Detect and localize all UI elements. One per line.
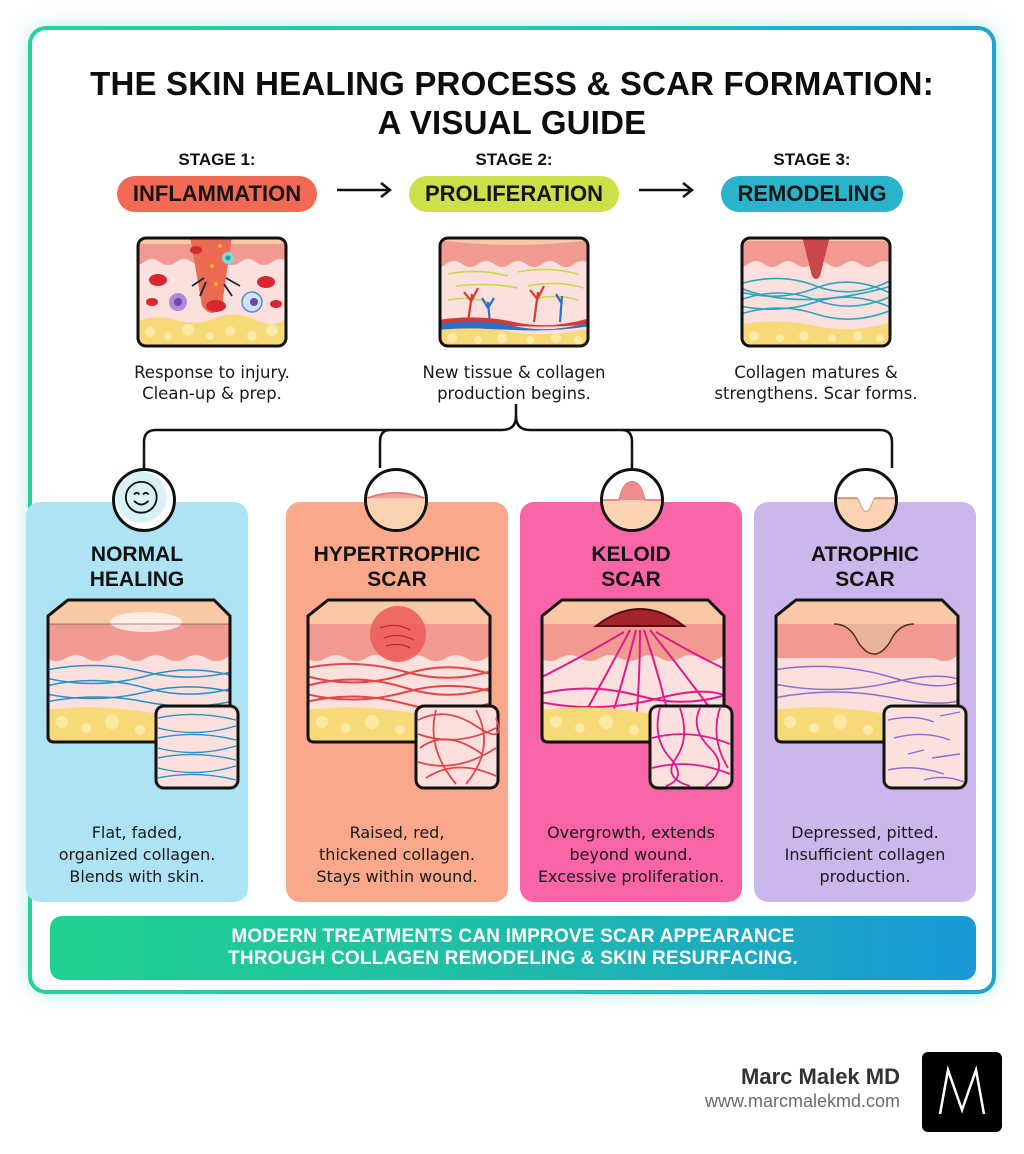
- stage-1: STAGE 1: INFLAMMATION: [102, 150, 332, 212]
- stage-3-desc-line-1: Collagen matures &: [734, 363, 898, 382]
- title-line-2: A VISUAL GUIDE: [377, 104, 647, 141]
- stage-3-description: Collagen matures & strengthens. Scar for…: [686, 362, 946, 404]
- atrophic-scar-skin-diagram: [774, 598, 968, 790]
- card-description: Overgrowth, extends beyond wound. Excess…: [520, 822, 742, 888]
- banner-line-1: MODERN TREATMENTS CAN IMPROVE SCAR APPEA…: [231, 926, 795, 947]
- card-description: Raised, red, thickened collagen. Stays w…: [286, 822, 508, 888]
- card-desc-line: beyond wound.: [569, 845, 693, 864]
- brand-url[interactable]: www.marcmalekmd.com: [704, 1091, 900, 1111]
- stage-1-desc-line-1: Response to injury.: [134, 363, 290, 382]
- card-title-line-1: KELOID: [591, 543, 671, 566]
- stage-2: STAGE 2: PROLIFERATION: [394, 150, 634, 212]
- card-desc-line: organized collagen.: [58, 845, 216, 864]
- infographic-panel: THE SKIN HEALING PROCESS & SCAR FORMATIO…: [26, 30, 992, 990]
- card-description: Depressed, pitted. Insufficient collagen…: [754, 822, 976, 888]
- outcome-card-hypertrophic-scar: HYPERTROPHIC SCAR: [286, 502, 508, 902]
- card-desc-line: Flat, faded,: [91, 823, 183, 842]
- treatment-banner: MODERN TREATMENTS CAN IMPROVE SCAR APPEA…: [50, 916, 976, 980]
- stage-2-pill: PROLIFERATION: [408, 176, 620, 212]
- zoom-inset-organized-collagen: [154, 704, 240, 790]
- stage-3-desc-line-2: strengthens. Scar forms.: [714, 384, 918, 403]
- smiley-face-icon: [112, 468, 176, 532]
- raised-scar-icon: [364, 468, 428, 532]
- card-desc-line: Blends with skin.: [69, 867, 205, 886]
- stage-2-label: STAGE 2:: [475, 150, 553, 169]
- card-title-line-1: NORMAL: [90, 543, 184, 566]
- infographic-frame: THE SKIN HEALING PROCESS & SCAR FORMATIO…: [26, 26, 996, 994]
- inflammation-skin-cross-section-icon: [136, 236, 288, 348]
- zoom-inset-disorganized-collagen: [648, 704, 734, 790]
- outcome-card-keloid-scar: KELOID SCAR: [520, 502, 742, 902]
- card-desc-line: Depressed, pitted.: [791, 823, 939, 842]
- stage-2-desc-line-1: New tissue & collagen: [422, 363, 606, 382]
- card-title-line-2: SCAR: [835, 568, 895, 591]
- proliferation-skin-cross-section-icon: [438, 236, 590, 348]
- arrow-right-icon: [639, 182, 695, 198]
- title-line-1: THE SKIN HEALING PROCESS & SCAR FORMATIO…: [90, 65, 934, 102]
- card-desc-line: Raised, red,: [349, 823, 445, 842]
- card-desc-line: Stays within wound.: [316, 867, 478, 886]
- stage-1-pill: INFLAMMATION: [116, 176, 318, 212]
- card-title-line-2: SCAR: [601, 568, 661, 591]
- brand-name: Marc Malek MD: [741, 1064, 900, 1089]
- card-title: NORMAL HEALING: [26, 542, 248, 592]
- hypertrophic-scar-skin-diagram: [306, 598, 500, 790]
- normal-healing-skin-diagram: [46, 598, 240, 790]
- card-title-line-1: HYPERTROPHIC: [313, 543, 481, 566]
- card-title: ATROPHIC SCAR: [754, 542, 976, 592]
- card-title: KELOID SCAR: [520, 542, 742, 592]
- card-desc-line: thickened collagen.: [319, 845, 475, 864]
- card-desc-line: Excessive proliferation.: [537, 867, 725, 886]
- brand-block: Marc Malek MD www.marcmalekmd.com: [705, 1064, 900, 1112]
- zoom-inset-thickened-collagen: [414, 704, 500, 790]
- stage-1-description: Response to injury. Clean-up & prep.: [82, 362, 342, 404]
- banner-line-2: THROUGH COLLAGEN REMODELING & SKIN RESUR…: [228, 948, 798, 969]
- card-description: Flat, faded, organized collagen. Blends …: [26, 822, 248, 888]
- stage-2-description: New tissue & collagen production begins.: [384, 362, 644, 404]
- card-title-line-1: ATROPHIC: [810, 543, 920, 566]
- outcome-card-normal-healing: NORMAL HEALING: [26, 502, 248, 902]
- card-desc-line: Overgrowth, extends: [547, 823, 715, 842]
- card-title-line-2: HEALING: [89, 568, 185, 591]
- stage-3-pill: REMODELING: [721, 176, 903, 212]
- zoom-inset-sparse-collagen: [882, 704, 968, 790]
- remodeling-skin-cross-section-icon: [740, 236, 892, 348]
- arrow-right-icon: [337, 182, 393, 198]
- stage-1-label: STAGE 1:: [178, 150, 256, 169]
- depressed-scar-icon: [834, 468, 898, 532]
- card-title-line-2: SCAR: [367, 568, 427, 591]
- page-title: THE SKIN HEALING PROCESS & SCAR FORMATIO…: [32, 64, 992, 142]
- brand-logo-icon: [922, 1052, 1002, 1132]
- outcome-card-atrophic-scar: ATROPHIC SCAR: [754, 502, 976, 902]
- stage-3-label: STAGE 3:: [773, 150, 851, 169]
- stage-1-desc-line-2: Clean-up & prep.: [142, 384, 282, 403]
- card-desc-line: production.: [819, 867, 911, 886]
- keloid-bump-icon: [600, 468, 664, 532]
- card-desc-line: Insufficient collagen: [784, 845, 946, 864]
- keloid-scar-skin-diagram: [540, 598, 734, 790]
- stage-3: STAGE 3: REMODELING: [702, 150, 922, 212]
- stage-2-desc-line-2: production begins.: [437, 384, 591, 403]
- card-title: HYPERTROPHIC SCAR: [286, 542, 508, 592]
